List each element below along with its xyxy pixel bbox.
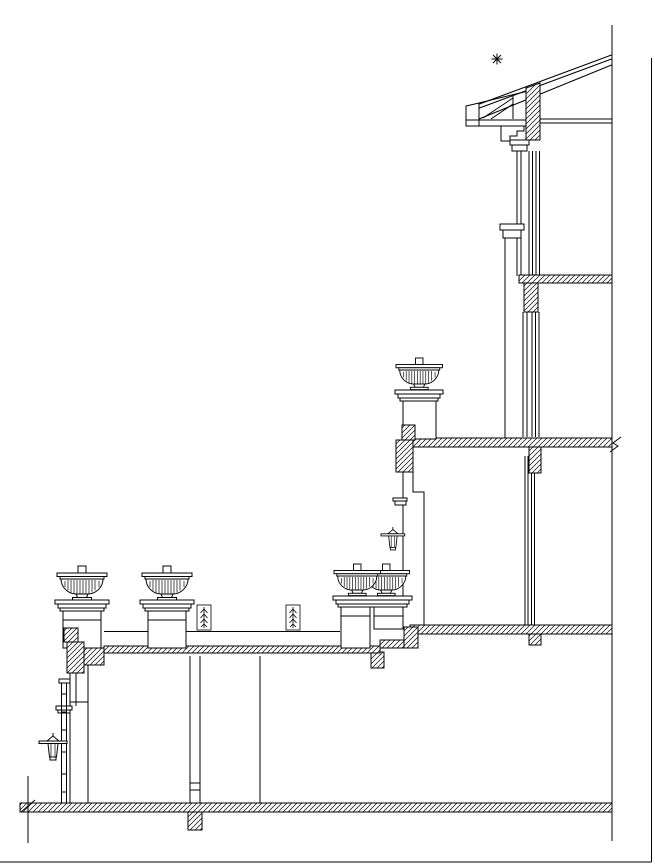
slab-break-mark bbox=[609, 436, 622, 453]
wall-lantern-lower bbox=[38, 732, 68, 761]
urn-lower-left-1 bbox=[56, 565, 108, 601]
parapet-hatch-upper bbox=[401, 424, 416, 441]
pier-below-ground bbox=[187, 811, 203, 831]
floor-slab-lower bbox=[409, 624, 613, 635]
baluster-ornament-1 bbox=[196, 604, 212, 631]
wall-ledge-1 bbox=[55, 705, 73, 711]
wall-lantern-middle bbox=[380, 526, 406, 551]
urn-pedestal bbox=[340, 606, 371, 649]
baluster-ornament-2 bbox=[285, 604, 301, 631]
urn-base-plate bbox=[139, 599, 195, 605]
parapet-hatch-lower-1 bbox=[63, 627, 79, 643]
urn-base-plate bbox=[332, 595, 413, 601]
urn-base-plate bbox=[337, 603, 408, 608]
terrace-steps bbox=[370, 626, 419, 669]
cornice-cap-2 bbox=[511, 144, 528, 152]
step-tread-hatch bbox=[379, 639, 405, 649]
downpipe-collar bbox=[58, 678, 71, 684]
floor-slab-upper bbox=[518, 274, 613, 284]
pier-below-middle-slab bbox=[528, 446, 542, 474]
building-frame bbox=[0, 25, 652, 863]
urn-base-plate bbox=[57, 603, 107, 609]
level-tick-mark bbox=[20, 799, 36, 813]
drawing-annotations bbox=[491, 53, 503, 65]
roof-wall-section-hatch bbox=[525, 82, 541, 141]
wall-ledge-2 bbox=[394, 500, 407, 506]
upper-pilaster bbox=[499, 151, 540, 438]
parapet-hatch-lower-3 bbox=[83, 647, 105, 666]
urn-middle-left bbox=[333, 563, 381, 597]
fascia-board bbox=[465, 102, 480, 127]
parapet-hatch-upper-below-slab bbox=[395, 439, 414, 473]
urn-pedestal bbox=[147, 610, 187, 649]
urn-base-plate bbox=[397, 393, 441, 399]
parapet-hatch-lower-2 bbox=[66, 641, 85, 674]
truss-diagonal-1 bbox=[482, 97, 514, 119]
window-mullions bbox=[522, 312, 540, 625]
pier-below-terrace-slab bbox=[370, 651, 385, 669]
ground-slab bbox=[19, 802, 613, 813]
urn-base-plate bbox=[142, 603, 192, 609]
garden-urns bbox=[54, 357, 444, 649]
star-marker bbox=[491, 53, 503, 65]
cornice-top-chord bbox=[478, 90, 529, 104]
urn-base-plate bbox=[335, 599, 410, 605]
roof-chord-line bbox=[478, 64, 612, 120]
urn-base-plate bbox=[54, 599, 110, 605]
ground-level bbox=[19, 656, 613, 843]
terrace-slab bbox=[103, 645, 381, 654]
eave-bracket bbox=[500, 125, 525, 142]
urn-base-plate bbox=[394, 389, 444, 395]
urn-lower-left-2 bbox=[141, 565, 193, 601]
lower-terrace bbox=[55, 631, 381, 803]
wall-step-line bbox=[412, 472, 425, 625]
truss-diagonal-2 bbox=[490, 103, 514, 120]
urn-pedestal bbox=[373, 606, 404, 630]
pilaster-capital-1 bbox=[499, 223, 525, 231]
step-pier-hatch bbox=[403, 626, 419, 649]
pier-below-upper-slab bbox=[523, 282, 539, 313]
cornice-cap-1 bbox=[509, 139, 530, 146]
roof-eave-assembly bbox=[465, 54, 612, 152]
pier-below-lower-slab bbox=[528, 633, 542, 646]
floor-slabs bbox=[404, 274, 622, 646]
baluster-ornaments bbox=[196, 604, 301, 631]
pilaster-capital-2 bbox=[502, 229, 522, 239]
parapet-wall-sections bbox=[63, 424, 416, 674]
urn-upper-terrace bbox=[395, 357, 443, 391]
